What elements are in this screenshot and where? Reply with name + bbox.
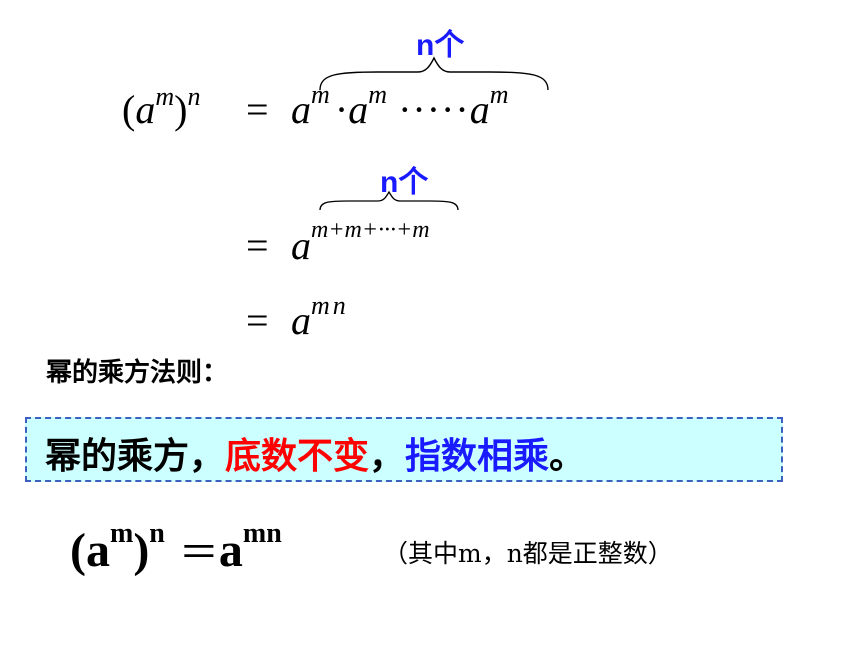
lhs-outer-exponent: n (187, 82, 201, 111)
brace-1 (319, 56, 549, 91)
formula-open-paren: ( (70, 524, 86, 577)
derivation-line-1: (am)n (122, 82, 200, 146)
term-2-base: a (348, 87, 369, 132)
rule-part-power: 幂的乘方， (45, 436, 226, 477)
formula-close-paren: ) (133, 524, 150, 577)
line-3-base: a (291, 298, 311, 343)
formula-rhs-exponent: mn (242, 518, 282, 549)
term-3-exponent: m (489, 80, 509, 109)
term-1-exponent: m (311, 80, 330, 109)
final-formula: (am)n ＝amn (70, 518, 282, 578)
formula-equals: ＝ (178, 530, 219, 575)
line-2-exponent-sum: m+m+···+m (311, 217, 430, 243)
term-2-exponent: m (368, 80, 387, 109)
equals-sign-3: = (246, 298, 269, 343)
lhs-base: a (135, 87, 156, 132)
line-3-exponent: mn (311, 291, 349, 320)
term-1-base: a (291, 87, 311, 132)
derivation-line-2: am+m+···+m (291, 217, 430, 269)
lhs-open-paren: ( (122, 87, 136, 132)
brace-label-1: n个 (416, 29, 465, 62)
multiplication-dot: · (334, 87, 349, 132)
equals-sign-2: = (246, 223, 269, 268)
rule-part-exponents-multiply: 指数相乘 (405, 436, 550, 477)
rule-box: 幂的乘方，底数不变，指数相乘。 (25, 417, 783, 482)
formula-base: a (85, 524, 110, 577)
term-3-base: a (469, 87, 490, 132)
rule-part-base-unchanged: 底数不变 (225, 436, 370, 477)
rule-period: 。 (549, 436, 586, 477)
lhs-inner-exponent: m (155, 82, 175, 111)
product-terms: am ·am ·····am (291, 80, 508, 133)
derivation-line-3: amn (291, 291, 349, 344)
formula-outer-exponent: n (149, 518, 165, 549)
ellipsis-dots: ····· (398, 87, 470, 132)
lhs-close-paren: ) (174, 87, 188, 132)
formula-note: （其中m，n都是正整数） (383, 539, 673, 568)
rule-statement: 幂的乘方，底数不变，指数相乘。 (45, 427, 585, 479)
equals-sign-1: = (246, 87, 269, 132)
brace-2 (319, 190, 459, 211)
line-2-base: a (291, 223, 311, 268)
rule-title: 幂的乘方法则： (46, 358, 229, 388)
formula-rhs-base: a (218, 524, 243, 577)
rule-comma: ， (369, 436, 406, 477)
formula-inner-exponent: m (109, 518, 134, 549)
